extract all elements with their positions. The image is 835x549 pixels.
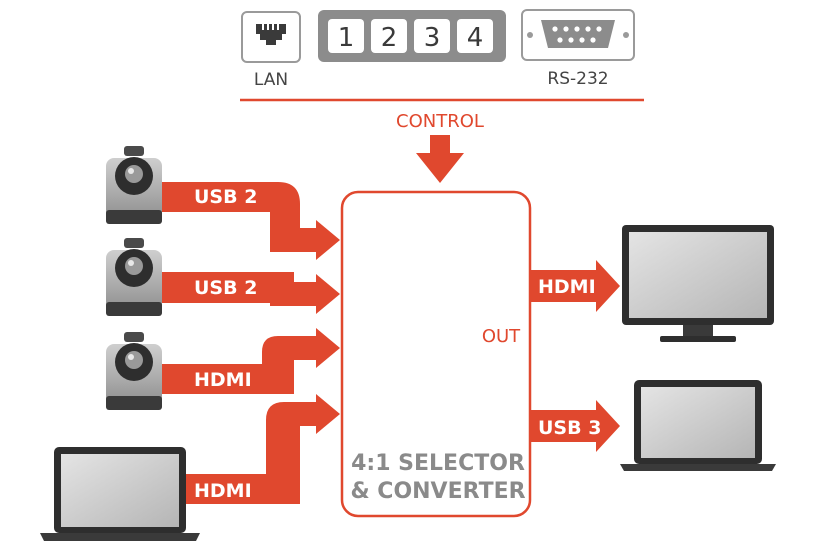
box-title-line2: & CONVERTER (350, 479, 525, 504)
preset-button-2[interactable]: 2 (371, 19, 407, 53)
out-label: OUT (482, 326, 521, 347)
lan-label: LAN (254, 70, 288, 90)
output-label-2: USB 3 (538, 417, 601, 439)
laptop-icon (620, 380, 776, 471)
input-arrow-4 (184, 394, 340, 504)
preset-button-1[interactable]: 1 (328, 19, 364, 53)
input-label-1: USB 2 (194, 186, 257, 208)
box-title-line1: 4:1 SELECTOR (351, 451, 525, 476)
input-arrow-3 (160, 328, 340, 394)
input-label-2: USB 2 (194, 277, 257, 299)
rs232-port-icon (521, 9, 635, 61)
preset-button-2-label: 2 (381, 23, 398, 53)
input-label-3: HDMI (194, 369, 252, 391)
preset-button-4[interactable]: 4 (457, 19, 493, 53)
rs232-label: RS-232 (547, 69, 608, 89)
input-arrow-1 (160, 182, 340, 260)
ptz-camera-icon (106, 238, 162, 316)
control-label: CONTROL (396, 111, 484, 132)
ptz-camera-icon (106, 146, 162, 224)
preset-button-3[interactable]: 3 (414, 19, 450, 53)
preset-buttons-panel: 1 2 3 4 (318, 10, 506, 62)
preset-button-1-label: 1 (338, 23, 355, 53)
preset-button-4-label: 4 (467, 23, 484, 53)
input-arrow-2 (160, 272, 340, 314)
laptop-icon (40, 447, 200, 541)
input-label-4: HDMI (194, 480, 252, 502)
ptz-camera-icon (106, 332, 162, 410)
output-label-1: HDMI (538, 276, 596, 298)
preset-button-3-label: 3 (424, 23, 441, 53)
monitor-icon (622, 225, 774, 342)
lan-port-icon (241, 11, 301, 63)
output-arrow-1 (530, 260, 620, 312)
control-arrow (416, 135, 464, 183)
output-arrow-2 (530, 400, 620, 452)
selector-converter-box (340, 190, 532, 518)
